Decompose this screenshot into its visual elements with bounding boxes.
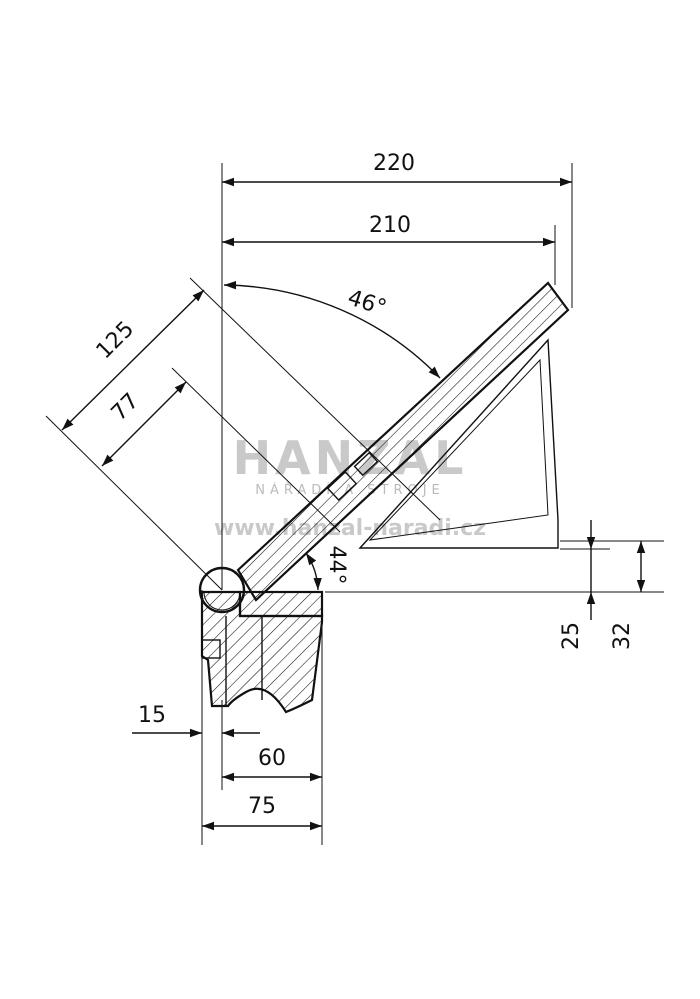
dim-label-60: 60 [258, 746, 286, 771]
dim-label-25: 25 [559, 622, 584, 650]
angle-label-46: 46° [345, 285, 390, 321]
dim-label-32: 32 [610, 622, 635, 650]
dimension-210: 210 [222, 213, 555, 247]
support-wedge [358, 338, 559, 549]
extension-lines [201, 163, 664, 845]
dim-label-125: 125 [92, 317, 139, 364]
dim-label-220: 220 [373, 151, 415, 176]
pivot-circle [198, 566, 246, 614]
watermark-url: www.hanzal-naradi.cz [214, 516, 486, 541]
angle-44: 44° [305, 546, 349, 591]
dimension-25: 25 [559, 520, 596, 650]
dimension-220: 220 [222, 151, 572, 187]
base-bar [238, 590, 324, 618]
dimension-15: 15 [132, 703, 260, 738]
tool-body [198, 281, 570, 714]
angle-46: 46° [223, 280, 441, 379]
dim-label-15: 15 [138, 703, 166, 728]
dim-label-77: 77 [107, 389, 144, 426]
dimension-32: 32 [610, 541, 646, 650]
dimension-60: 60 [222, 746, 322, 782]
dim-label-75: 75 [248, 794, 276, 819]
inclined-blade [236, 281, 570, 602]
angle-label-44: 44° [324, 546, 349, 585]
dim-label-210: 210 [369, 213, 411, 238]
dimension-75: 75 [202, 794, 322, 831]
